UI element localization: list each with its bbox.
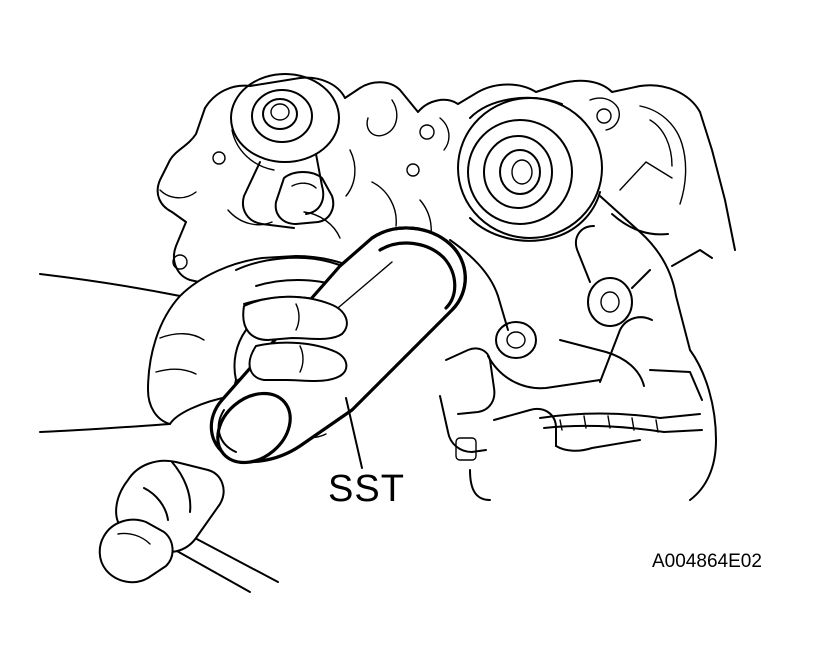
figure-id-label: A004864E02 xyxy=(652,551,762,572)
idler-pulley-left xyxy=(230,73,340,229)
special-service-tool xyxy=(209,226,467,465)
hammer xyxy=(98,459,279,593)
tensioner-body xyxy=(274,171,335,225)
tool-callout-label: SST xyxy=(328,468,405,510)
idler-pulley-right xyxy=(457,96,603,242)
engine-block xyxy=(156,76,736,285)
lower-cover xyxy=(439,161,717,501)
callout-leader-line xyxy=(345,397,363,469)
